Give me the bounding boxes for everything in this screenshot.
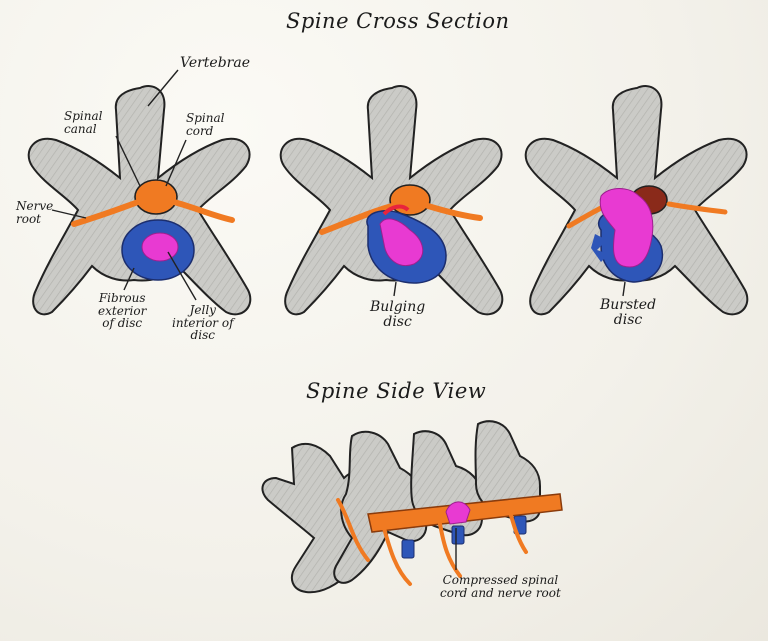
label-vertebrae: Vertebrae bbox=[180, 55, 250, 71]
title-side-view: Spine Side View bbox=[306, 379, 487, 403]
label-nerve-root: Nerve root bbox=[16, 200, 53, 225]
nerve-root bbox=[319, 203, 483, 235]
label-line: root bbox=[16, 211, 42, 226]
label-fibrous-exterior: Fibrous exterior of disc bbox=[98, 292, 146, 330]
spinal-cord bbox=[389, 184, 431, 216]
bulge-pressure bbox=[382, 204, 410, 216]
label-compressed-cord: Compressed spinal cord and nerve root bbox=[440, 574, 561, 599]
label-line: interior of bbox=[172, 315, 234, 330]
side-nerve-roots bbox=[336, 498, 528, 586]
compression-point bbox=[445, 501, 471, 525]
leader-bulging bbox=[393, 281, 397, 297]
leader-nerve-root bbox=[51, 209, 87, 219]
disc-interior-ruptured bbox=[599, 188, 654, 268]
label-line: Spinal bbox=[186, 111, 225, 125]
label-line: Compressed spinal bbox=[442, 573, 559, 587]
side-disc-1 bbox=[401, 539, 415, 559]
disc-interior bbox=[379, 218, 424, 266]
label-bulging-disc: Bulging disc bbox=[370, 300, 425, 329]
label-line: Spinal bbox=[64, 109, 103, 123]
label-line: cord and nerve root bbox=[440, 585, 561, 600]
nerve-root bbox=[71, 199, 235, 227]
label-line: exterior bbox=[98, 303, 147, 318]
leader-vertebrae bbox=[147, 69, 179, 107]
label-line: Nerve bbox=[16, 199, 54, 213]
label-line: Bulging bbox=[370, 299, 426, 315]
leader-bursted bbox=[622, 281, 626, 297]
label-jelly-interior: Jelly interior of disc bbox=[172, 304, 234, 342]
side-vertebra-4 bbox=[474, 420, 541, 523]
label-line: Bursted bbox=[600, 297, 657, 313]
leader-fibrous bbox=[123, 267, 135, 291]
label-line: Fibrous bbox=[98, 291, 146, 305]
leader-jelly bbox=[167, 251, 197, 301]
label-line: disc bbox=[190, 328, 215, 343]
label-line: of disc bbox=[102, 316, 143, 331]
label-line: canal bbox=[64, 121, 97, 136]
label-line: cord bbox=[186, 123, 214, 138]
leader-spinal-cord bbox=[165, 139, 187, 187]
side-disc-2 bbox=[451, 525, 465, 545]
disc-fragment bbox=[591, 234, 609, 262]
side-view bbox=[261, 420, 563, 594]
title-cross-section: Spine Cross Section bbox=[286, 9, 510, 33]
leader-spinal-canal bbox=[115, 135, 141, 187]
label-spinal-canal: Spinal canal bbox=[64, 110, 102, 135]
label-line: Jelly bbox=[189, 303, 216, 317]
label-line: disc bbox=[613, 311, 643, 328]
label-line: disc bbox=[383, 313, 412, 330]
disc-interior bbox=[141, 232, 179, 262]
spinal-cord bbox=[134, 179, 178, 215]
label-spinal-cord: Spinal cord bbox=[186, 112, 224, 137]
cross-section-normal bbox=[27, 69, 252, 316]
cross-section-bursted bbox=[524, 85, 749, 316]
cross-section-bulging bbox=[279, 85, 504, 316]
label-bursted-disc: Bursted disc bbox=[600, 298, 656, 327]
